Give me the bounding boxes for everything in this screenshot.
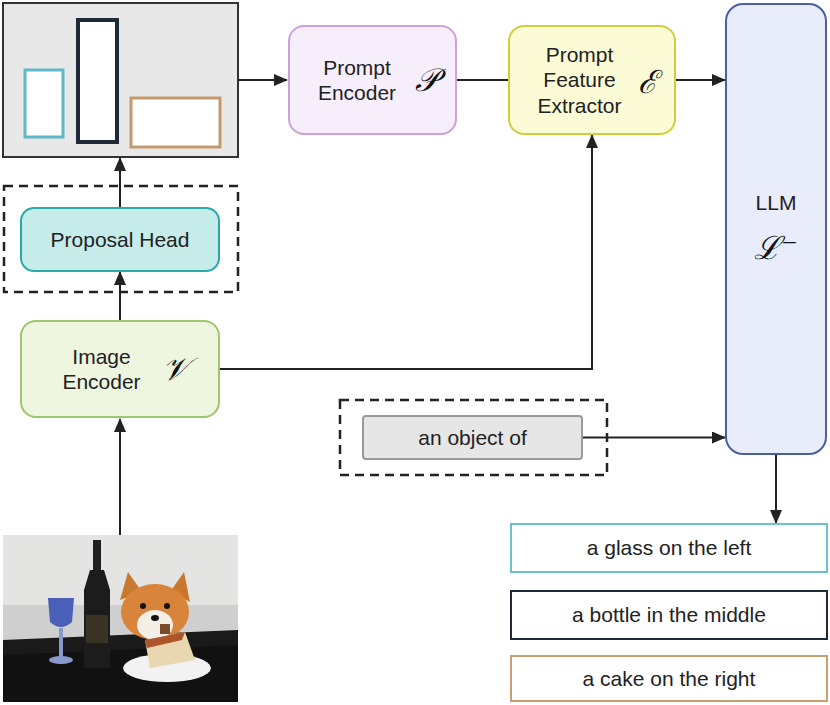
output-box: a glass on the left [510, 523, 828, 573]
llm-box: LLM ℒ⁻ [725, 3, 827, 455]
box-label: Image Encoder [52, 344, 152, 394]
bottle-box [78, 20, 117, 142]
math-symbol: 𝒱 [162, 350, 189, 388]
connector [775, 455, 777, 523]
box-label: a glass on the left [587, 535, 752, 560]
box-label: Proposal Head [51, 227, 190, 252]
box-label: an object of [418, 425, 527, 450]
proposal-panel [3, 3, 238, 157]
encoder-box: Image Encoder 𝒱 [20, 320, 220, 418]
arrow [119, 419, 121, 535]
math-symbol: ℰ [638, 59, 657, 102]
math-symbol: ℒ⁻ [754, 225, 798, 268]
box-label: a cake on the right [583, 666, 756, 691]
box-label: LLM [756, 190, 797, 215]
head-box: Proposal Head [20, 207, 220, 272]
box-label: a bottle in the middle [572, 602, 766, 627]
dashed-group [340, 400, 607, 475]
arrow [119, 158, 121, 207]
glass-box [25, 70, 63, 137]
connector [119, 272, 121, 320]
photo [3, 535, 238, 702]
arrow [238, 79, 287, 81]
cake-box [131, 98, 220, 147]
connector [457, 79, 508, 81]
prompt-text-box: an object of [362, 415, 583, 460]
output-box: a cake on the right [510, 655, 828, 702]
connector [220, 135, 592, 369]
box-label: Prompt Encoder [307, 55, 407, 105]
connector [676, 79, 725, 81]
math-symbol: 𝒫 [415, 61, 438, 99]
box-label: Prompt Feature Extractor [528, 42, 632, 118]
encoder-box: Prompt Encoder𝒫 [288, 25, 457, 135]
connector [583, 437, 725, 439]
output-box: a bottle in the middle [510, 590, 828, 640]
extractor-box: Prompt Feature Extractorℰ [508, 25, 676, 135]
